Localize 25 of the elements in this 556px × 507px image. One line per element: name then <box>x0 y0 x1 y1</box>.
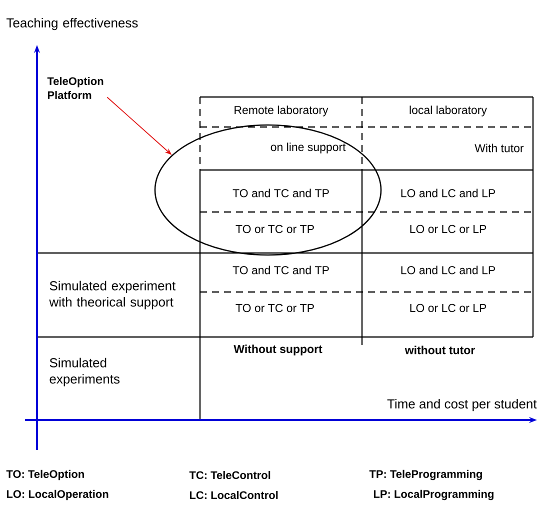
abbreviation-key: LC: LocalControl <box>190 490 278 500</box>
cell-text: LO or LC or LP <box>410 304 486 312</box>
cell-text: LO or LC or LP <box>410 224 486 234</box>
row-label: Simulated experiment with theorical support <box>49 280 176 310</box>
highlight-ellipse <box>154 124 382 256</box>
abbreviation-key: LO: LocalOperation <box>6 490 108 500</box>
abbreviation-key: TP: TeleProgramming <box>369 470 482 480</box>
column-header: local laboratory <box>410 106 487 116</box>
cell-text: on line support <box>270 142 346 154</box>
cell-text: TO or TC or TP <box>236 224 314 234</box>
cell-text: LO and LC and LP <box>401 188 495 198</box>
axis-label: Teaching effectiveness <box>6 18 138 30</box>
platform-label: TeleOption Platform <box>47 76 104 100</box>
abbreviation-key: LP: LocalProgramming <box>374 490 494 500</box>
cell-text: LO and LC and LP <box>401 266 495 274</box>
axis-label: Time and cost per student <box>387 398 537 412</box>
row-label: Simulated experiments <box>50 358 120 386</box>
cell-text: TO and TC and TP <box>232 266 329 274</box>
cell-text: With tutor <box>474 144 524 152</box>
cell-text: TO and TC and TP <box>232 188 329 198</box>
abbreviation-key: TO: TeleOption <box>6 470 84 480</box>
cell-text: TO or TC or TP <box>236 304 314 312</box>
column-footer: Without support <box>234 344 322 356</box>
column-footer: without tutor <box>404 346 475 354</box>
abbreviation-key: TC: TeleControl <box>189 470 270 480</box>
